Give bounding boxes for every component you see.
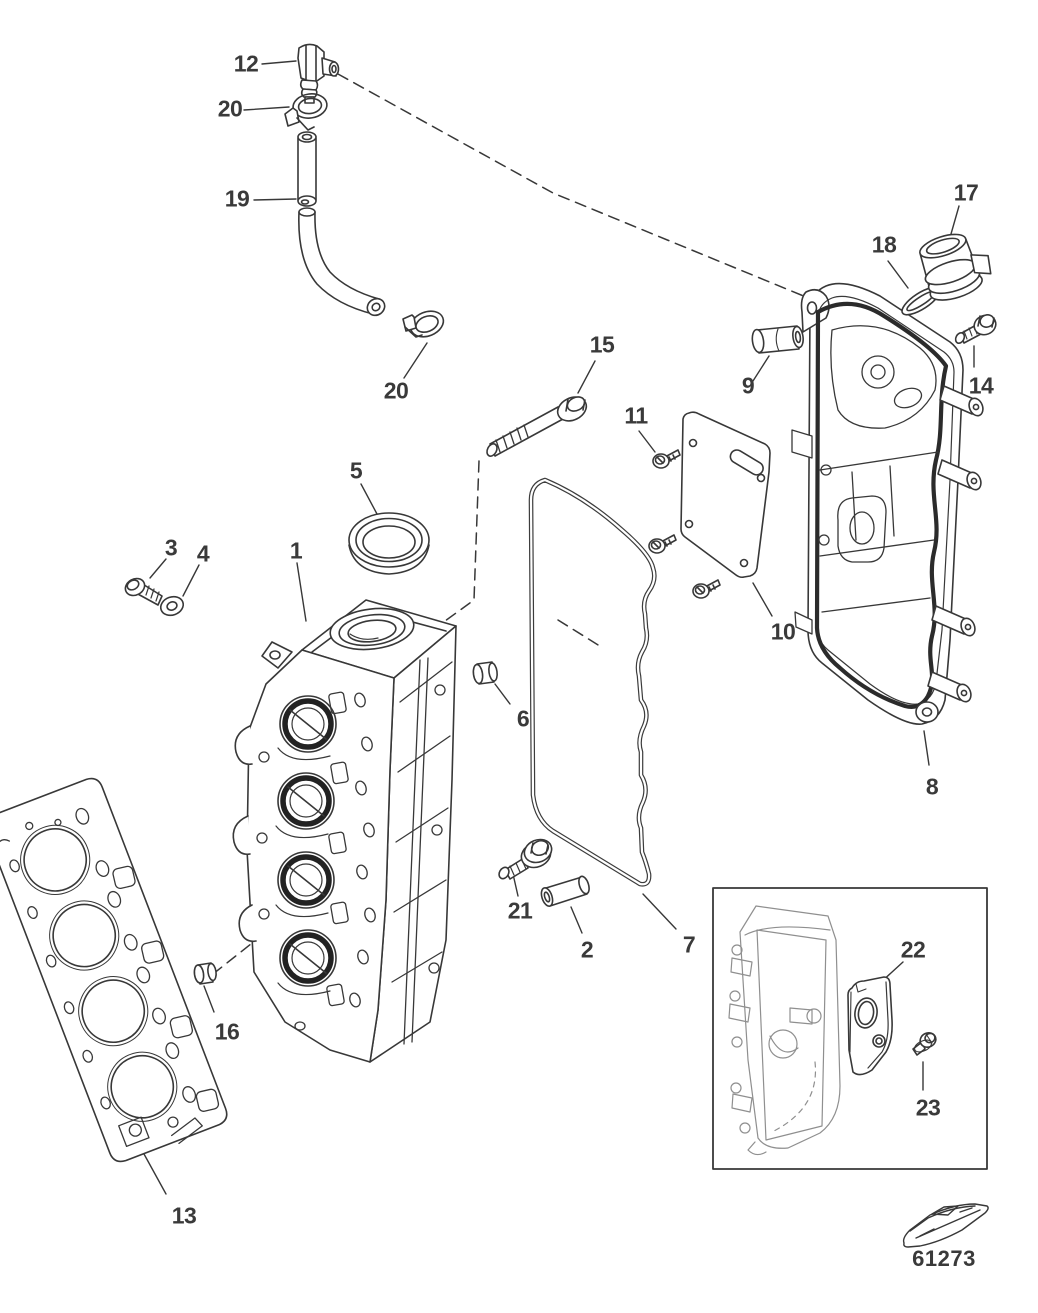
boat-logo-icon (902, 1203, 989, 1248)
part-15-long-bolt (486, 396, 588, 457)
part-14-bolt (954, 314, 997, 345)
callout-part-14: 14 (968, 372, 994, 399)
callout-part-8: 8 (925, 773, 939, 800)
callout-part-4: 4 (196, 540, 210, 567)
callout-part-6: 6 (516, 705, 530, 732)
part-22-cover (847, 976, 893, 1076)
part-5-seal-ring (348, 512, 430, 575)
callout-part-19: 19 (224, 185, 250, 212)
part-12-elbow-fitting (297, 43, 340, 104)
callout-part-16: 16 (214, 1018, 240, 1045)
callout-part-1: 1 (289, 537, 303, 564)
callout-part-20-upper: 20 (217, 95, 243, 122)
callout-part-12: 12 (233, 50, 259, 77)
part-6-dowel (472, 661, 498, 685)
part-16-dowel-pin (193, 962, 217, 985)
inset-assembled-head (728, 905, 841, 1156)
part-20-hose-clamp-upper (284, 93, 328, 131)
part-8-exhaust-cover (791, 282, 984, 725)
callout-part-13: 13 (171, 1202, 197, 1229)
callout-part-3: 3 (164, 534, 178, 561)
part-9-dowel-pin (751, 325, 804, 354)
part-10-access-plate (680, 411, 771, 579)
callout-part-20-lower: 20 (383, 377, 409, 404)
part-2-dowel-pin (540, 875, 590, 907)
part-17-oil-cap (919, 233, 992, 301)
callout-part-21: 21 (507, 897, 533, 924)
callout-part-15: 15 (589, 331, 615, 358)
part-4-washer (159, 595, 185, 617)
drawing-number: 61273 (912, 1246, 976, 1271)
callout-part-10: 10 (770, 618, 796, 645)
callout-part-7: 7 (682, 931, 696, 958)
part-20-hose-clamp-lower (402, 310, 445, 338)
callout-part-11: 11 (624, 402, 648, 429)
part-23-screw (912, 1032, 937, 1056)
callout-part-18: 18 (871, 231, 897, 258)
callout-part-9: 9 (741, 372, 755, 399)
callout-part-23: 23 (915, 1094, 941, 1121)
callout-part-22: 22 (900, 936, 926, 963)
part-11-screws (648, 449, 721, 599)
callout-part-5: 5 (349, 457, 363, 484)
callout-part-2: 2 (580, 936, 594, 963)
part-7-cover-gasket (528, 477, 657, 887)
callout-part-17: 17 (953, 179, 979, 206)
inset-detail-box (712, 887, 988, 1170)
part-21-flange-bolt (498, 838, 553, 880)
part-3-bolt (124, 577, 163, 606)
part-13-head-gasket (0, 777, 228, 1163)
part-1-cylinder-head (232, 599, 457, 1063)
alignment-dashed-lines (212, 73, 807, 975)
part-19-hose (297, 131, 386, 317)
